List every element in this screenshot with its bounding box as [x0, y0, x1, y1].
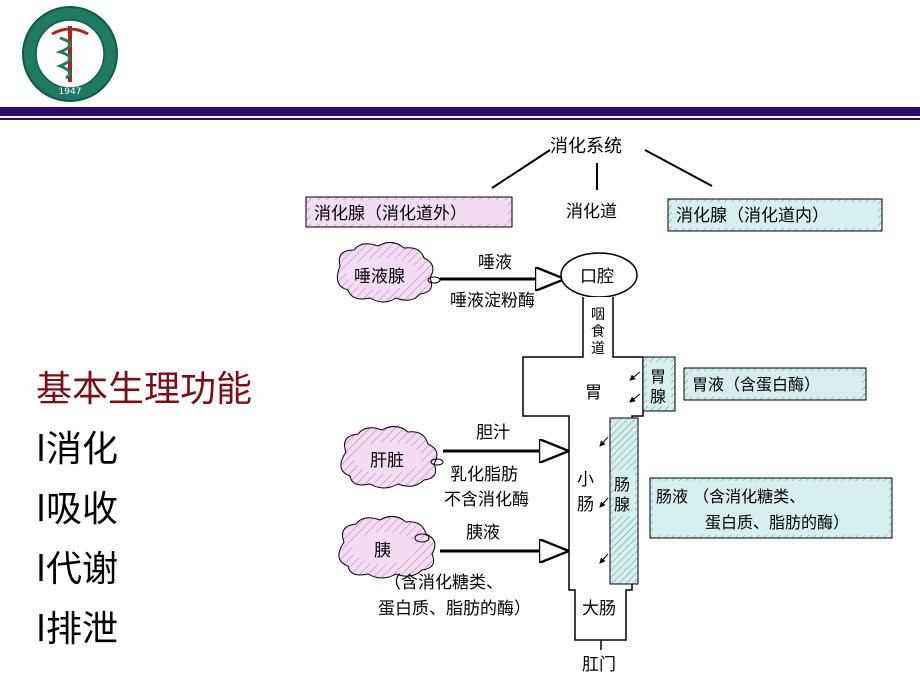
bile-label: 胆汁: [476, 423, 510, 443]
root-label: 消化系统: [550, 136, 622, 157]
gastric-gland-label-2: 腺: [650, 387, 666, 406]
function-item-excretion: l排泄: [36, 609, 119, 650]
functions-title: 基本生理功能: [36, 369, 253, 410]
intestinal-juice-label-2: 蛋白质、脂肪的酶）: [705, 513, 849, 532]
pancreas-desc-2: 蛋白质、脂肪的酶）: [378, 599, 531, 619]
anus-label: 肛门: [582, 655, 616, 675]
intestinal-gland-label-2: 腺: [614, 495, 630, 514]
small-intestine-label-2: 肠: [577, 495, 594, 515]
header-bar: [0, 107, 920, 116]
external-gland-label: 消化腺（消化道外）: [314, 204, 467, 224]
esophagus-label-1: 食: [591, 323, 605, 340]
pancreatic-juice-label: 胰液: [466, 523, 500, 543]
intestinal-gland-label-1: 肠: [614, 475, 630, 494]
liver-label: 肝脏: [370, 451, 404, 471]
mouth-label: 口腔: [580, 267, 614, 287]
digestive-tract-label: 消化道: [566, 202, 617, 222]
hospital-logo: 1947: [22, 6, 118, 102]
gastric-gland-label-1: 胃: [650, 367, 666, 386]
bile-desc-2: 不含消化酶: [444, 490, 529, 510]
function-item-metabolism: l代谢: [36, 549, 119, 590]
pancreas-label: 胰: [374, 541, 391, 561]
functions-list: 基本生理功能 l消化 l吸收 l代谢 l排泄: [36, 360, 252, 660]
small-intestine-label-1: 小: [577, 470, 594, 490]
large-intestine-label: 大肠: [582, 599, 616, 619]
stomach-label: 胃: [585, 383, 602, 403]
saliva-label: 唾液: [478, 253, 512, 273]
bile-desc-1: 乳化脂肪: [450, 465, 518, 485]
gastric-juice-label: 胃液（含蛋白酶）: [692, 375, 820, 394]
function-item-absorption: l吸收: [36, 489, 119, 530]
intestinal-juice-label-1: 肠液 （含消化糖类、: [656, 487, 805, 506]
pancreas-desc-1: （含消化糖类、: [384, 573, 503, 593]
function-item-digestion: l消化: [36, 429, 119, 470]
pharynx-label: 咽: [591, 307, 605, 323]
header-bar-thin: [0, 118, 920, 120]
internal-gland-label: 消化腺（消化道内）: [676, 206, 829, 226]
esophagus-label-2: 道: [591, 341, 605, 357]
saliva-enzyme-label: 唾液淀粉酶: [450, 291, 535, 311]
logo-year: 1947: [59, 87, 82, 97]
salivary-gland-label: 唾液腺: [354, 267, 405, 287]
